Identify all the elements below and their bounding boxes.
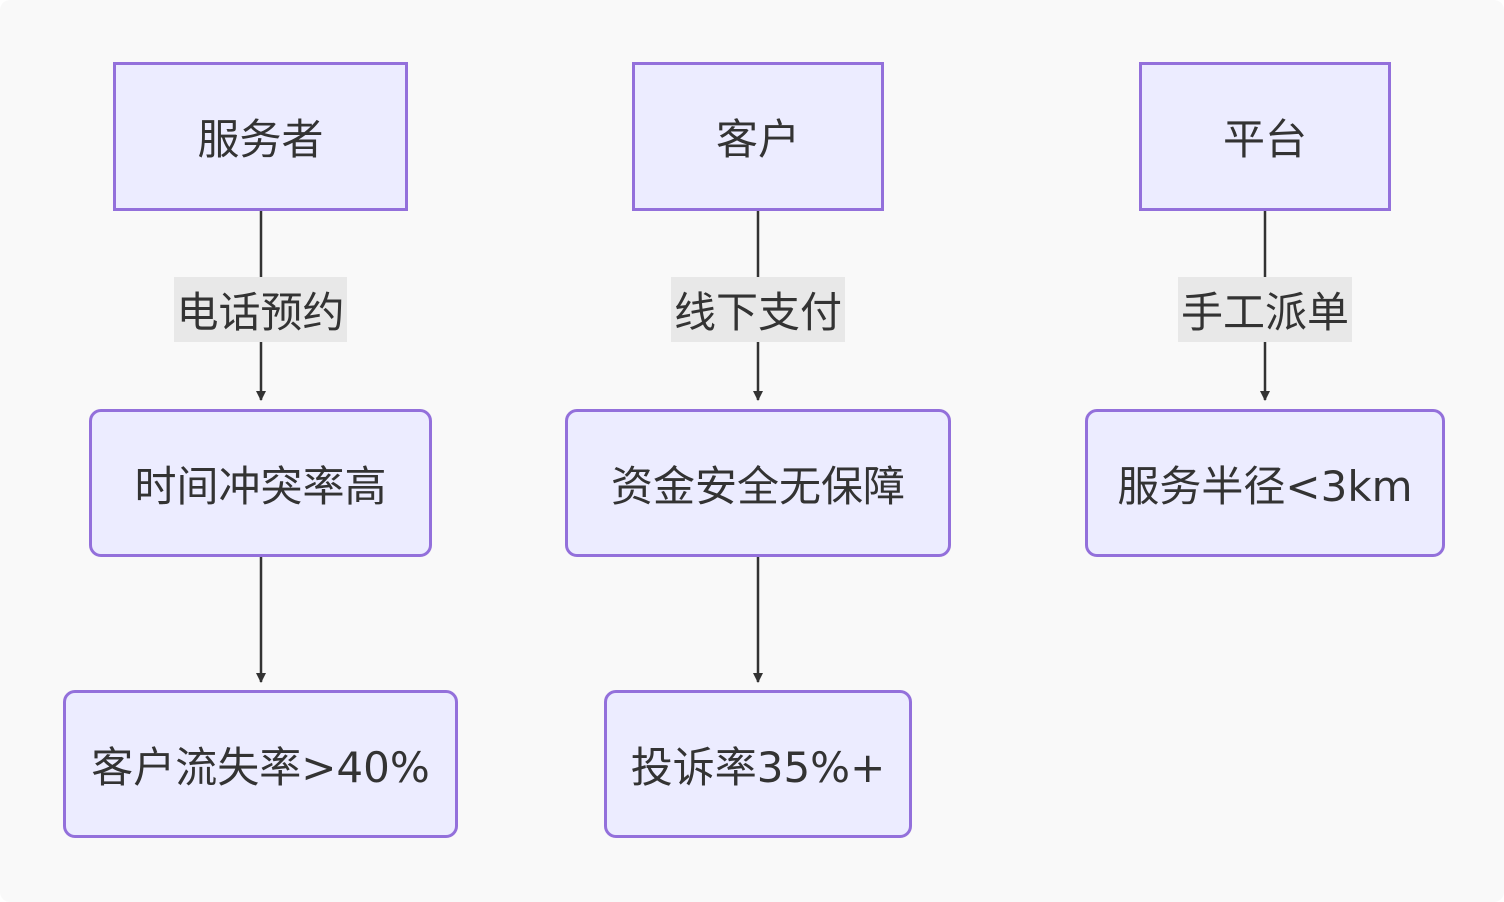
edge-label-phone-booking: 电话预约 — [174, 277, 347, 342]
node-label: 服务半径<3km — [1117, 461, 1413, 511]
node-label: 资金安全无保障 — [610, 461, 905, 511]
node-service-radius: 服务半径<3km — [1085, 409, 1445, 557]
node-label: 投诉率35%+ — [630, 742, 886, 792]
node-label: 服务者 — [197, 115, 324, 164]
node-fund-security: 资金安全无保障 — [565, 409, 951, 557]
node-service-provider: 服务者 — [113, 62, 408, 211]
edge-label-manual-dispatch: 手工派单 — [1178, 277, 1352, 342]
node-label: 客户 — [715, 115, 800, 164]
node-customer-churn: 客户流失率>40% — [63, 690, 458, 838]
edge-label-offline-payment: 线下支付 — [671, 277, 845, 342]
node-label: 时间冲突率高 — [134, 461, 387, 511]
node-time-conflict: 时间冲突率高 — [89, 409, 432, 557]
node-customer: 客户 — [632, 62, 884, 211]
node-label: 客户流失率>40% — [91, 742, 430, 792]
node-complaint-rate: 投诉率35%+ — [604, 690, 912, 838]
node-platform: 平台 — [1139, 62, 1391, 211]
node-label: 平台 — [1222, 115, 1307, 164]
